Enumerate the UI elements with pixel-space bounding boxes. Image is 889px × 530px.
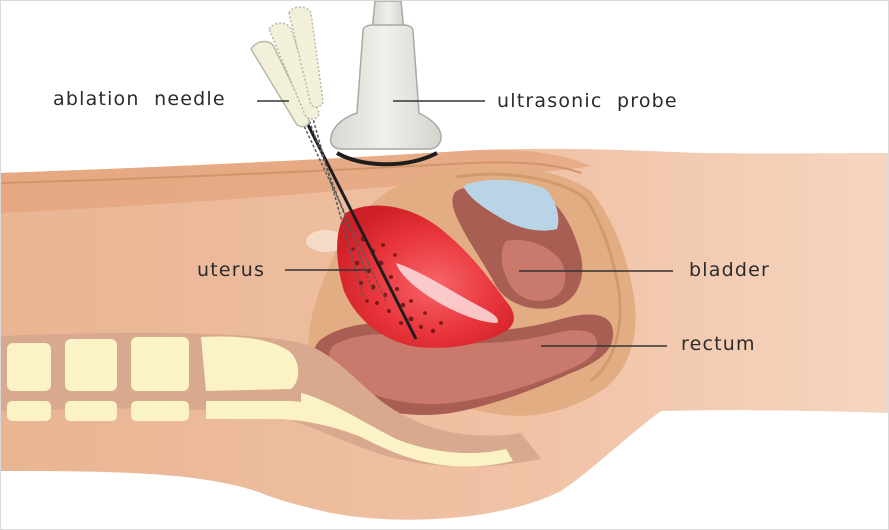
ablation-needles: [250, 6, 418, 340]
bladder-label: bladder: [689, 259, 770, 281]
ultrasonic-probe: [329, 1, 442, 167]
spine-bones: [1, 332, 541, 467]
rectum-organ: [313, 314, 614, 416]
leader-lines: [257, 100, 673, 347]
ovary: [306, 230, 346, 252]
rectum-label: rectum: [681, 333, 756, 355]
uterus-organ: [337, 205, 514, 348]
uterus-label: uterus: [197, 259, 265, 281]
ablation-needle-label: ablation needle: [53, 88, 226, 110]
ultrasonic-probe-label: ultrasonic probe: [497, 90, 678, 112]
